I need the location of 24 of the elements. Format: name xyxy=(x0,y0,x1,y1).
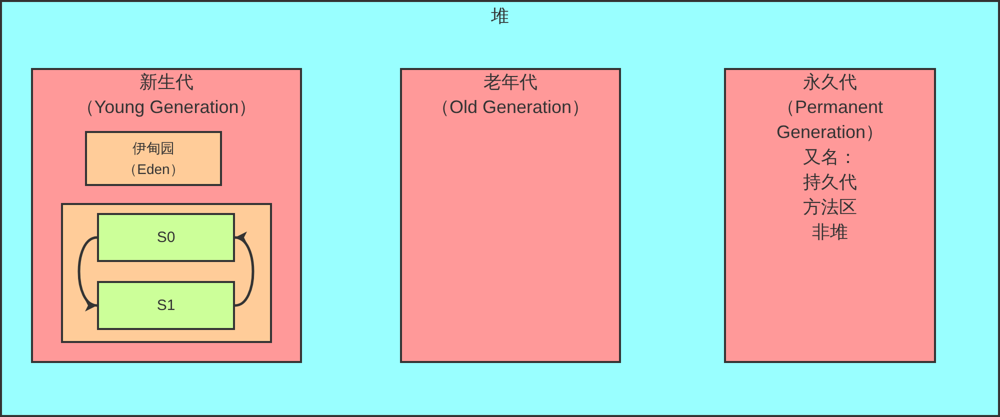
region-label: （Young Generation） xyxy=(76,96,257,119)
region-title: 永久代 xyxy=(803,71,857,94)
curved-arrow xyxy=(234,234,254,307)
region-label: （Eden） xyxy=(123,160,184,178)
memory-region-box xyxy=(31,68,302,363)
memory-region-box xyxy=(400,68,621,363)
container-box xyxy=(61,203,272,343)
memory-region-box xyxy=(724,68,936,363)
survivor-area-box xyxy=(97,281,235,330)
region-title: S1 xyxy=(156,296,176,316)
survivor-area-box xyxy=(97,213,235,262)
curved-arrow xyxy=(78,236,98,308)
region-title: 老年代 xyxy=(484,71,538,94)
region-title: 新生代 xyxy=(140,71,194,94)
region-label: 持久代 xyxy=(803,171,857,194)
region-label: 又名： xyxy=(803,146,857,169)
region-label: 方法区 xyxy=(803,196,857,219)
region-label: （Old Generation） xyxy=(431,96,590,119)
region-label: （Permanent Generation） xyxy=(775,96,885,144)
region-title: 伊甸园 xyxy=(132,138,174,158)
region-title: 堆 xyxy=(491,5,509,28)
region-title: S0 xyxy=(156,228,176,248)
memory-area-box xyxy=(85,131,222,186)
region-label: 非堆 xyxy=(812,221,848,244)
